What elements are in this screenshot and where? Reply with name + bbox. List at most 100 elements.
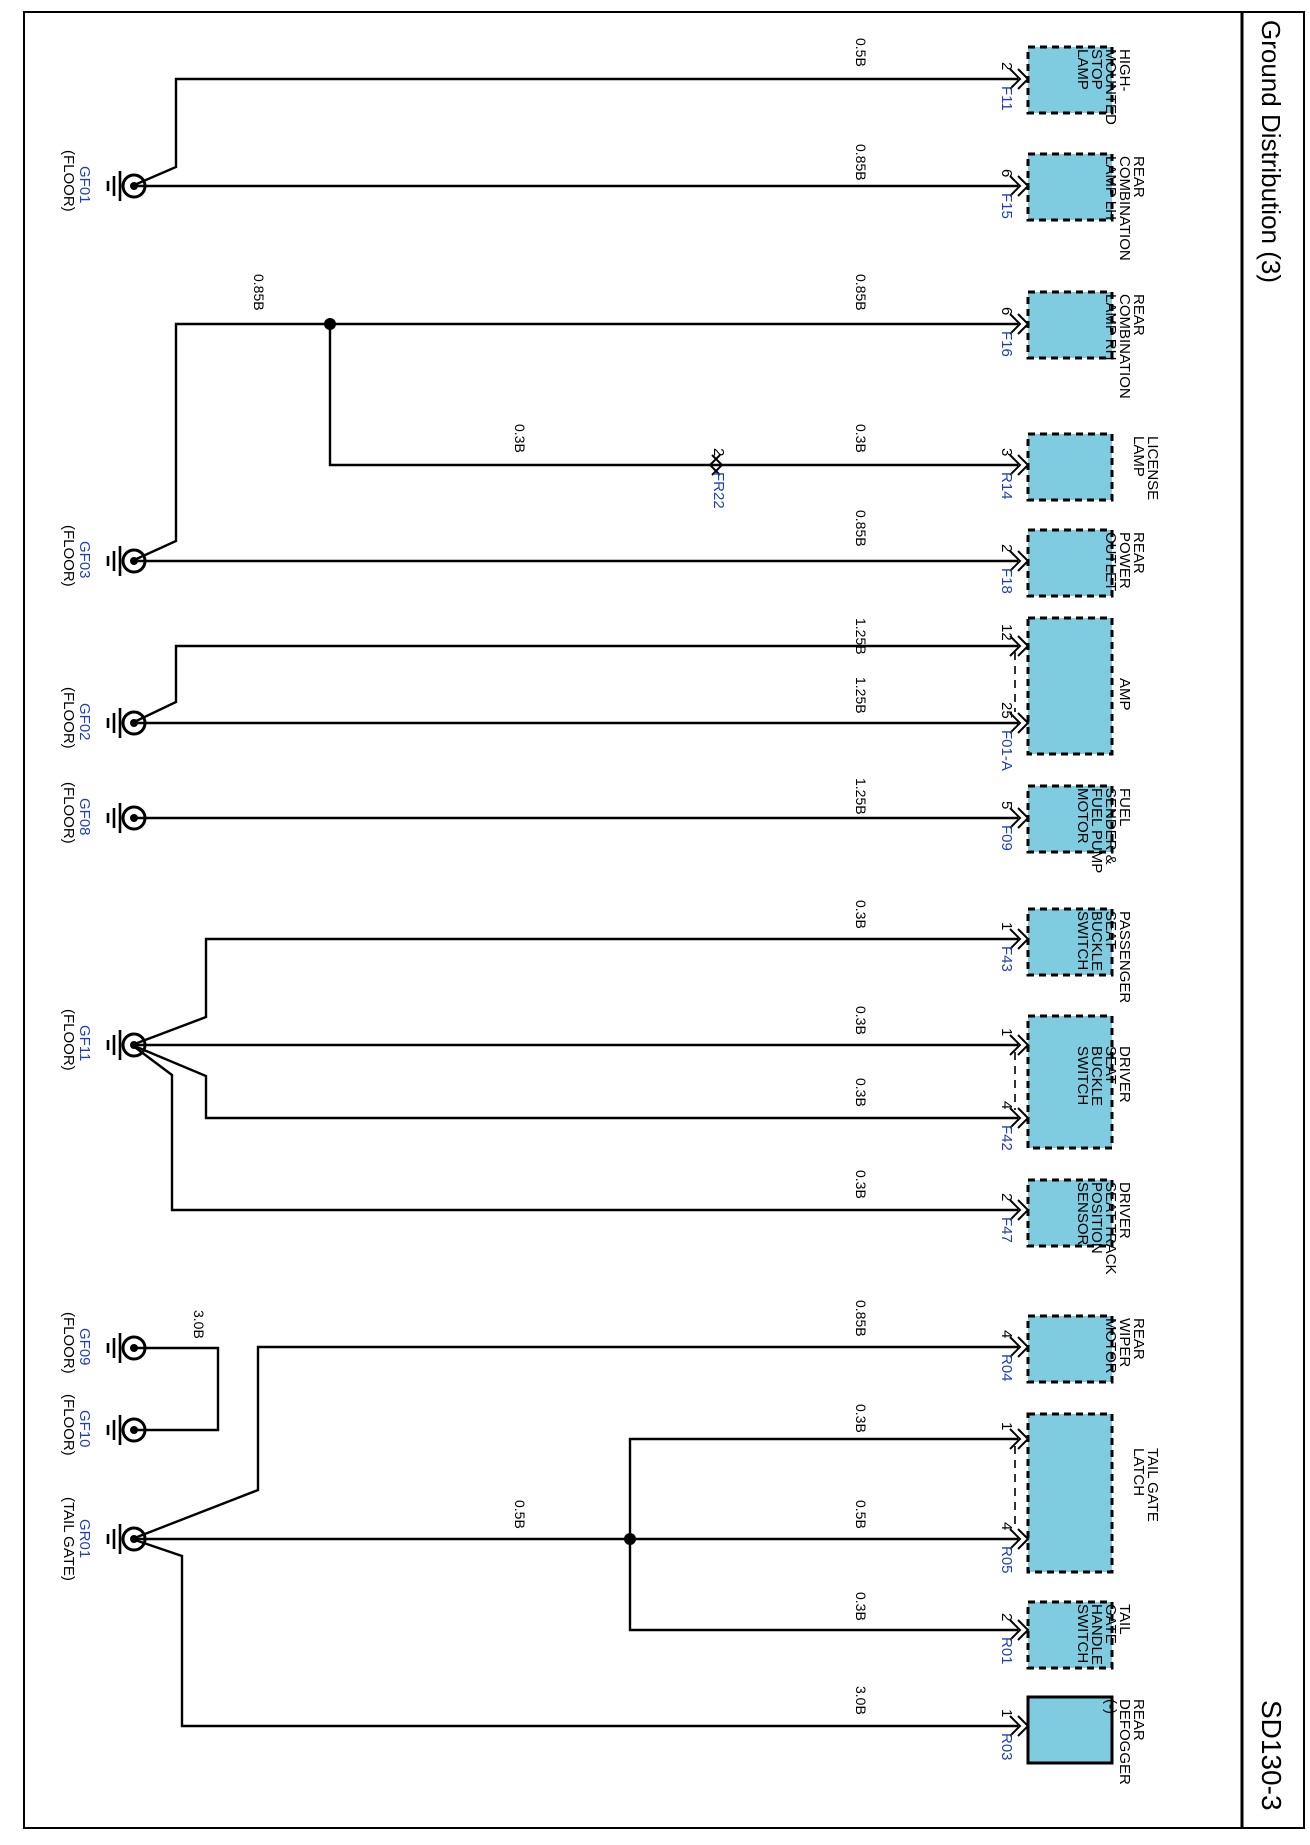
component-name: STOP — [1088, 49, 1105, 90]
component-name: SWITCH — [1074, 911, 1091, 970]
wire-spec-label: 0.85B — [853, 510, 869, 547]
wire-spec-label: 0.85B — [853, 274, 869, 311]
component-name: LATCH — [1130, 1448, 1147, 1496]
wire-spec-label: 3.0B — [853, 1686, 869, 1715]
connector-terminals — [708, 68, 1030, 1737]
component-name: HIGH- — [1116, 49, 1133, 92]
wire-spec-label: 0.85B — [853, 1300, 869, 1337]
pin-number: 6 — [998, 169, 1015, 177]
wire-spec-label: 0.3B — [853, 1006, 869, 1035]
wire-r04 — [131, 1345, 1018, 1541]
wire-f43 — [131, 937, 1018, 1047]
page-code: SD130-3 — [1256, 1700, 1287, 1811]
component-name: BUCKLE — [1088, 1046, 1105, 1106]
component-name: SENSOR — [1074, 1182, 1091, 1246]
component-box — [1026, 528, 1114, 598]
pin-number: 1 — [998, 922, 1015, 930]
connector-id: F43 — [998, 946, 1015, 972]
wire-spec-label: 1.25B — [853, 677, 869, 714]
ground-location: (FLOOR) — [60, 525, 77, 587]
wire-spec-label: 0.85B — [853, 144, 869, 181]
ground-location: (FLOOR) — [60, 687, 77, 749]
component-name: COMBINATION — [1116, 294, 1133, 399]
component-name: REAR — [1130, 156, 1147, 198]
ground-location: (FLOOR) — [60, 782, 77, 844]
connector-id: F11 — [998, 86, 1015, 111]
pin-number: 12 — [998, 624, 1015, 641]
component-name: REAR — [1130, 1699, 1147, 1741]
component-name: LAMP — [1074, 49, 1091, 90]
connector-id: F42 — [998, 1125, 1015, 1151]
pin-number: 4 — [998, 1330, 1015, 1338]
component-name: SENDER & — [1102, 788, 1119, 865]
component-name: LAMP — [1130, 436, 1147, 477]
component-name: POWER — [1116, 532, 1133, 589]
component-name: COMBINATION — [1116, 156, 1133, 261]
component-name: TAIL — [1116, 1604, 1133, 1635]
ground-location: (FLOOR) — [60, 150, 77, 212]
component-name: MOUNTED — [1102, 49, 1119, 125]
component-name: FUEL — [1116, 788, 1133, 826]
component-name: LAMP LH — [1102, 156, 1119, 220]
wire-spec-label: 0.5B — [853, 38, 869, 67]
ground-id: GR01 — [76, 1519, 93, 1558]
component-name: WIPER — [1116, 1318, 1133, 1367]
wire-spec-label: 3.0B — [191, 1310, 207, 1339]
ground-id: GF03 — [76, 541, 93, 579]
connector-id: F16 — [998, 331, 1015, 357]
pin-number: 2 — [998, 544, 1015, 552]
wire-amp-12 — [131, 644, 1018, 725]
wire-spec-label: 0.3B — [853, 1170, 869, 1199]
connector-id: F15 — [998, 193, 1015, 219]
connector-id: F18 — [998, 568, 1015, 594]
component-box — [1026, 784, 1114, 854]
connector-id: R01 — [998, 1637, 1015, 1665]
connector-id: F47 — [998, 1217, 1015, 1243]
pin-number: 2 — [998, 62, 1015, 70]
wire-spec-label: 0.3B — [853, 1592, 869, 1621]
component-name: SWITCH — [1074, 1604, 1091, 1663]
wire-f16 — [131, 322, 1018, 563]
inline-connector-id: FR22 — [710, 472, 727, 509]
pin-number: 2 — [998, 1613, 1015, 1621]
wire-r14 — [328, 324, 1018, 467]
pin-number: 2 — [710, 448, 727, 456]
ground-location: (FLOOR) — [60, 1009, 77, 1071]
component-name: LAMP RH — [1102, 294, 1119, 360]
component-name: (-) — [1102, 1699, 1119, 1714]
component-name: PASSENGER — [1116, 911, 1133, 1003]
wire-spec-label: 1.25B — [853, 778, 869, 815]
ground-id: GF02 — [76, 703, 93, 741]
component-name: MOTOR — [1102, 1318, 1119, 1374]
pin-number: 1 — [998, 1422, 1015, 1430]
connector-id: R03 — [998, 1733, 1015, 1761]
component-name: DEFOGGER — [1116, 1699, 1133, 1785]
component-box — [1026, 1695, 1114, 1765]
pin-number: 4 — [998, 1522, 1015, 1530]
component-name: REAR — [1130, 532, 1147, 574]
component-box — [1026, 1314, 1114, 1384]
component-box — [1026, 1014, 1114, 1150]
component-box — [1026, 290, 1114, 360]
wire-f47 — [131, 1044, 1018, 1212]
pin-number: 25 — [998, 702, 1015, 719]
page-title: Ground Distribution (3) — [1256, 20, 1286, 283]
ground-id: GF10 — [76, 1410, 93, 1448]
ground-id: GF08 — [76, 798, 93, 836]
wire-spec-label: 0.85B — [251, 274, 267, 311]
component-name: AMP — [1116, 678, 1133, 711]
component-name: REAR — [1130, 1318, 1147, 1360]
component-box — [1026, 1178, 1114, 1248]
ground-id: GF01 — [76, 166, 93, 204]
pin-number: 1 — [998, 1709, 1015, 1717]
component-name: POSITION — [1088, 1182, 1105, 1254]
connector-id: F09 — [998, 825, 1015, 851]
component-name: SEAT — [1102, 1046, 1119, 1084]
ground-id: GF09 — [76, 1328, 93, 1366]
connector-id: R14 — [998, 472, 1015, 500]
wires — [131, 77, 1018, 1728]
wire-f42-4 — [131, 1043, 1018, 1120]
connector-id: R04 — [998, 1354, 1015, 1382]
component-name: HANDLE — [1088, 1604, 1105, 1665]
